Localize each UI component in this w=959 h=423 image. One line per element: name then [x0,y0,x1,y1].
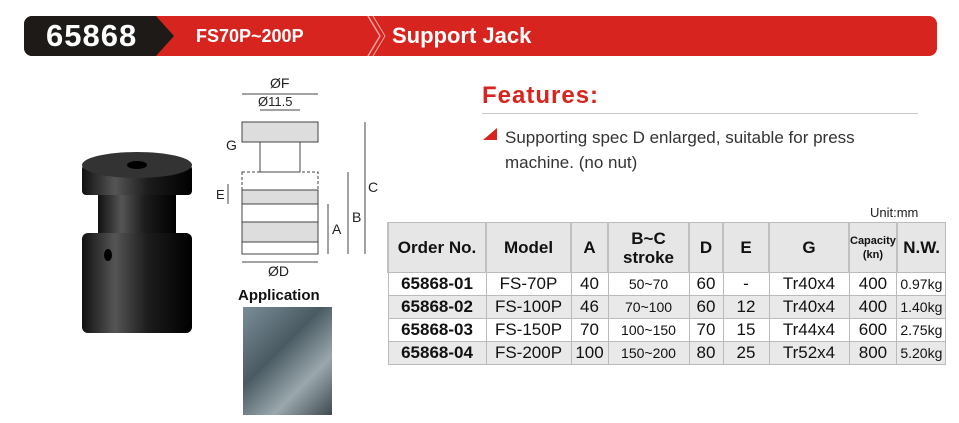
table-cell: 40 [570,272,609,296]
col-order: Order No. [387,222,487,273]
col-capacity: Capacity (kn) [848,222,898,273]
table-cell: Tr40x4 [768,272,850,296]
col-a: A [570,222,609,273]
dimension-drawing: ØF Ø11.5 G E A B C ØD [216,75,378,279]
application-photo [243,307,332,415]
spec-table: Order No. Model A B~C stroke D E G Capac… [387,222,947,365]
table-cell: Tr44x4 [768,318,850,342]
col-stroke: B~C stroke [607,222,690,273]
label-d115: Ø11.5 [258,94,292,109]
table-cell: 80 [688,341,724,365]
table-cell: 65868-01 [387,272,487,296]
table-cell: 60 [688,272,724,296]
label-f: ØF [270,75,289,91]
unit-label: Unit:mm [870,205,919,220]
features-heading: Features: [482,82,600,109]
feature-item: Supporting spec D enlarged, suitable for… [505,128,855,172]
product-title: Support Jack [392,23,532,48]
label-d: ØD [268,263,289,279]
bullet-triangle-icon [483,128,497,140]
table-cell: 70 [688,318,724,342]
table-cell: 65868-02 [387,295,487,319]
label-c: C [368,179,378,195]
col-g: G [768,222,850,273]
table-cell: 100~150 [607,318,690,342]
table-cell: - [722,272,770,296]
table-cell: 46 [570,295,609,319]
col-d: D [688,222,724,273]
table-cell: FS-150P [485,318,572,342]
col-model: Model [485,222,572,273]
chevron-divider-icon [367,16,386,56]
table-cell: 150~200 [607,341,690,365]
table-cell: 65868-03 [387,318,487,342]
table-cell: FS-100P [485,295,572,319]
table-cell: 65868-04 [387,341,487,365]
table-cell: 100 [570,341,609,365]
application-label: Application [238,287,320,304]
label-b: B [352,209,361,225]
table-cell: 800 [848,341,898,365]
table-cell: 50~70 [607,272,690,296]
col-e: E [722,222,770,273]
divider [482,113,918,114]
table-cell: 70 [570,318,609,342]
table-cell: 400 [848,272,898,296]
table-cell: 600 [848,318,898,342]
table-cell: 5.20kg [896,341,947,365]
table-cell: FS-70P [485,272,572,296]
model-range: FS70P~200P [196,26,304,46]
col-nw: N.W. [895,222,947,273]
title-banner: 65868 FS70P~200P Support Jack [24,16,937,56]
table-cell: 400 [848,295,898,319]
table-cell: 12 [722,295,770,319]
product-code: 65868 [24,16,174,56]
table-cell: Tr40x4 [768,295,850,319]
table-cell: Tr52x4 [768,341,850,365]
label-a: A [332,221,342,237]
table-cell: 0.97kg [896,272,947,296]
label-g: G [226,137,237,153]
table-cell: FS-200P [485,341,572,365]
table-cell: 25 [722,341,770,365]
table-cell: 60 [688,295,724,319]
table-cell: 15 [722,318,770,342]
table-cell: 70~100 [607,295,690,319]
support-jack-photo [82,152,192,333]
table-cell: 2.75kg [896,318,947,342]
table-cell: 1.40kg [896,295,947,319]
label-e: E [216,187,225,202]
